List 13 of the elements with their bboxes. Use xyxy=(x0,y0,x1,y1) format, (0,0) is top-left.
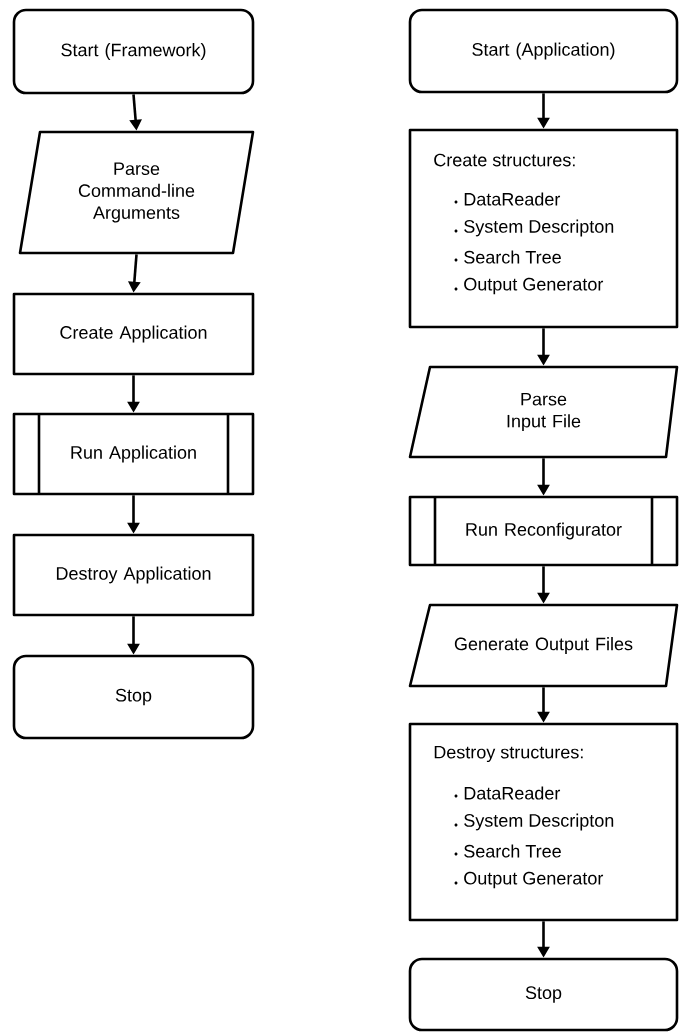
input-output-parallelogram: Parse Input File xyxy=(408,365,679,459)
terminal-box: Stop xyxy=(408,957,679,1032)
process-box: Create Application xyxy=(12,292,255,376)
input-output-parallelogram: Parse Command-line Arguments xyxy=(18,130,255,255)
process-box: Destroy structures: DataReader System Descripton Search Tree Output Generator xyxy=(408,722,679,922)
subprocess-box: Run Reconfigurator xyxy=(408,495,679,567)
terminal-box: Start (Framework) xyxy=(12,8,255,95)
terminal-box: Stop xyxy=(12,654,255,740)
input-output-parallelogram: Generate Output Files xyxy=(408,603,679,688)
process-box: Destroy Application xyxy=(12,533,255,617)
subprocess-box: Run Application xyxy=(12,412,255,496)
process-box: Create structures: DataReader System Descripton Search Tree Output Generator xyxy=(408,128,679,329)
terminal-box: Start (Application) xyxy=(408,8,679,94)
